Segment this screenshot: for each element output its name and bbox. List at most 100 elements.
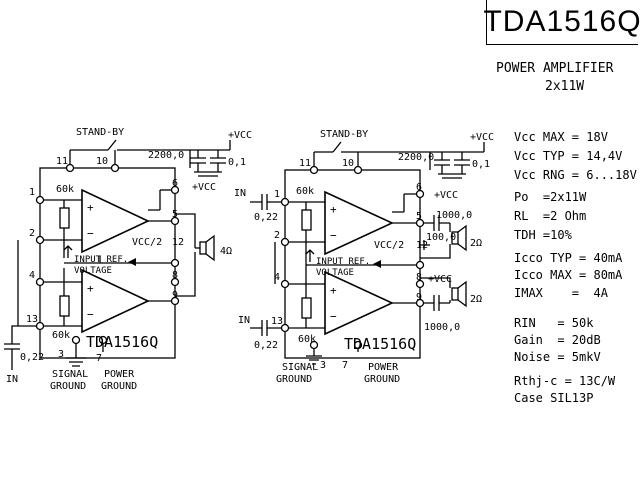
right-pin-5: 5	[416, 211, 422, 222]
left-resistor-top	[59, 207, 70, 229]
right-circuit: + − + −	[234, 129, 494, 385]
right-pin-2: 2	[274, 230, 280, 241]
left-pin-4: 4	[29, 270, 35, 281]
right-input-ref-2: VOLTAGE	[316, 268, 354, 278]
description-line-2: 2x11W	[545, 79, 585, 94]
left-cap-bulk-label: 2200,0	[148, 150, 184, 161]
right-pin-11: 11	[299, 158, 311, 169]
right-input-ref-1: INPUT REF.	[316, 257, 370, 267]
left-pin-10: 10	[96, 156, 108, 167]
right-resistor-bottom	[301, 297, 312, 319]
right-cap-small-label: 0,1	[472, 159, 490, 170]
svg-text:−: −	[87, 308, 94, 321]
right-pin-8: 8	[416, 272, 422, 283]
right-cap-out-3: 1000,0	[424, 322, 460, 333]
spec-imax: IMAX = 4A	[514, 286, 608, 300]
right-in-label-1: IN	[234, 188, 246, 199]
left-pin-9: 9	[172, 290, 178, 301]
right-opamp-2	[324, 270, 394, 336]
right-vcc-top: +VCC	[470, 132, 494, 143]
svg-text:+: +	[330, 203, 337, 216]
left-power-ground-2: GROUND	[101, 381, 137, 392]
left-pin-7: 7	[96, 353, 102, 364]
spec-po: Po =2x11W	[514, 190, 587, 204]
svg-text:+: +	[87, 201, 94, 214]
left-pin-2: 2	[29, 228, 35, 239]
right-pin-1: 1	[274, 189, 280, 200]
right-vcc-low: +VCC	[428, 274, 452, 285]
left-speaker	[199, 241, 207, 255]
left-in-label: IN	[6, 374, 18, 385]
left-opamp-1	[81, 188, 150, 254]
right-standby-switch	[332, 141, 342, 153]
left-res-top-label: 60k	[56, 184, 74, 195]
left-pin-8: 8	[172, 270, 178, 281]
right-pin-10: 10	[342, 158, 354, 169]
right-cap-in-1: 0,22	[254, 212, 278, 223]
right-standby-label: STAND-BY	[320, 129, 368, 140]
right-speaker-1	[451, 231, 459, 245]
right-cap-bulk-label: 2200,0	[398, 152, 434, 163]
left-vcc-mid: +VCC	[192, 182, 216, 193]
spec-case: Case SIL13P	[514, 391, 594, 405]
left-pin-11: 11	[56, 156, 68, 167]
left-standby-label: STAND-BY	[76, 127, 124, 138]
right-power-ground-1: POWER	[368, 362, 399, 373]
left-pin-13: 13	[26, 314, 38, 325]
left-pin-6: 6	[172, 178, 178, 189]
svg-text:+: +	[330, 284, 337, 297]
spec-rin: RIN = 50k	[514, 316, 594, 330]
right-cap-out-1: 1000,0	[436, 210, 472, 221]
left-input-ref-1: INPUT REF.	[74, 255, 128, 265]
left-pin-12: 12	[172, 237, 184, 248]
left-pin-1: 1	[29, 187, 35, 198]
left-chip-label: TDA1516Q	[86, 333, 158, 351]
svg-text:+: +	[87, 282, 94, 295]
right-vcc-mid: +VCC	[434, 190, 458, 201]
right-pin-6: 6	[416, 182, 422, 193]
right-cap-out-2: 100,0	[426, 232, 456, 243]
right-power-ground-2: GROUND	[364, 374, 400, 385]
svg-text:−: −	[330, 310, 337, 323]
spec-gain: Gain = 20dB	[514, 333, 601, 347]
left-pin-5: 5	[172, 209, 178, 220]
left-signal-ground-2: GROUND	[50, 381, 86, 392]
left-res-bot-label: 60k	[52, 330, 70, 341]
right-speaker-2-label: 2Ω	[470, 294, 482, 305]
right-opamp-1	[324, 190, 394, 256]
right-speaker-1-label: 2Ω	[470, 238, 482, 249]
left-cap-small-label: 0,1	[228, 157, 246, 168]
left-pin-3: 3	[58, 349, 64, 360]
left-vcc-top: +VCC	[228, 130, 252, 141]
right-pin-4: 4	[274, 272, 280, 283]
svg-text:−: −	[330, 229, 337, 242]
right-pin-13: 13	[271, 316, 283, 327]
left-cap-in-label: 0,22	[20, 352, 44, 363]
spec-icco-max: Icco MAX = 80mA	[514, 268, 623, 282]
left-signal-ground-1: SIGNAL	[52, 369, 88, 380]
right-ref-voltage: VCC/2	[374, 240, 404, 251]
right-pin-3: 3	[320, 360, 326, 371]
left-opamp-2	[81, 268, 150, 334]
description-line-1: POWER AMPLIFIER	[496, 61, 614, 76]
right-cap-in-2: 0,22	[254, 340, 278, 351]
left-ref-voltage: VCC/2	[132, 237, 162, 248]
part-number-title: TDA1516Q	[483, 5, 640, 38]
spec-vcc-max: Vcc MAX = 18V	[514, 130, 608, 144]
right-in-label-2: IN	[238, 315, 250, 326]
right-pin-7: 7	[342, 360, 348, 371]
left-speaker-label: 4Ω	[220, 246, 232, 257]
left-standby-switch	[107, 139, 117, 151]
right-signal-ground-2: GROUND	[276, 374, 312, 385]
right-res-bot-label: 60k	[298, 334, 316, 345]
right-pin-12: 12	[416, 240, 428, 251]
svg-text:−: −	[87, 227, 94, 240]
spec-icco-typ: Icco TYP = 40mA	[514, 251, 623, 265]
left-circuit: + − + −	[4, 127, 252, 392]
left-input-ref-2: VOLTAGE	[74, 266, 112, 276]
spec-rl: RL =2 Ohm	[514, 209, 587, 223]
spec-tdh: TDH =10%	[514, 228, 572, 242]
right-chip-label: TDA1516Q	[344, 335, 416, 353]
right-speaker-2	[451, 287, 459, 301]
